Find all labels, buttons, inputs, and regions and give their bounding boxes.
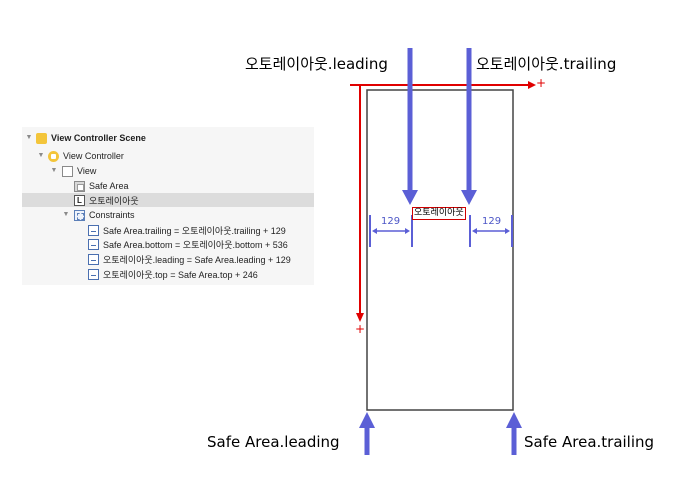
outline-view-label: View [77, 166, 97, 176]
constraint-text: Safe Area.bottom = 오토레이아웃.bottom + 536 [103, 239, 288, 250]
chevron-down-icon[interactable]: ▼ [37, 152, 45, 159]
outline-view-controller-label: View Controller [63, 151, 124, 161]
outline-row-view[interactable]: ▼ View [22, 164, 314, 178]
constraint-text: 오토레이아웃.top = Safe Area.top + 246 [103, 269, 258, 280]
autolayout-label-element: 오토레이아웃 [412, 207, 466, 220]
chevron-down-icon[interactable]: ▼ [50, 167, 58, 174]
constraint-icon [88, 238, 99, 250]
constraint-text: Safe Area.trailing = 오토레이아웃.trailing + 1… [103, 225, 286, 236]
trailing-arrowhead [461, 190, 477, 205]
right-spacing-arrow-r [505, 228, 510, 234]
outline-label-text: 오토레이아웃 [89, 195, 139, 206]
right-spacing-value: 129 [482, 216, 502, 227]
safe-leading-caption: Safe Area.leading [207, 433, 340, 451]
device-frame [366, 89, 514, 411]
scene-icon [36, 132, 47, 144]
outline-safe-area-label: Safe Area [89, 181, 129, 191]
view-controller-icon [48, 150, 59, 162]
constraint-row[interactable]: Safe Area.bottom = 오토레이아웃.bottom + 536 [22, 237, 314, 251]
document-outline: ▼ View Controller Scene ▼ View Controlle… [22, 127, 314, 285]
safe-trailing-arrowhead [506, 412, 522, 428]
safe-trailing-caption: Safe Area.trailing [524, 433, 655, 451]
left-spacing-arrow-l [372, 228, 377, 234]
outline-constraints-label: Constraints [89, 210, 135, 220]
constraint-icon [88, 253, 99, 265]
label-icon: L [74, 194, 85, 206]
constraint-row[interactable]: Safe Area.trailing = 오토레이아웃.trailing + 1… [22, 223, 314, 237]
constraint-icon [88, 268, 99, 280]
constraints-icon [74, 209, 85, 221]
safe-leading-arrowhead [359, 412, 375, 428]
x-axis-arrowhead [528, 81, 536, 89]
constraint-text: 오토레이아웃.leading = Safe Area.leading + 129 [103, 254, 291, 265]
leading-arrowhead [402, 190, 418, 205]
chevron-down-icon[interactable]: ▼ [62, 211, 70, 218]
label-trailing-caption: 오토레이아웃.trailing [476, 55, 617, 73]
x-axis-plus: + [536, 76, 547, 90]
y-axis-arrowhead [356, 313, 364, 322]
left-spacing-arrow-r [405, 228, 410, 234]
outline-row-safe-area[interactable]: Safe Area [22, 179, 314, 193]
constraint-icon [88, 224, 99, 236]
outline-row-scene[interactable]: ▼ View Controller Scene [22, 131, 314, 145]
safe-area-icon [74, 180, 85, 192]
chevron-down-icon[interactable]: ▼ [25, 134, 33, 141]
outline-row-view-controller[interactable]: ▼ View Controller [22, 149, 314, 163]
y-axis-plus: + [355, 322, 366, 336]
constraint-row[interactable]: 오토레이아웃.leading = Safe Area.leading + 129 [22, 252, 314, 266]
view-icon [62, 165, 73, 177]
outline-row-label[interactable]: L 오토레이아웃 [22, 193, 314, 207]
label-leading-caption: 오토레이아웃.leading [245, 55, 388, 73]
constraint-row[interactable]: 오토레이아웃.top = Safe Area.top + 246 [22, 267, 314, 281]
left-spacing-value: 129 [381, 216, 401, 227]
outline-row-constraints[interactable]: ▼ Constraints [22, 208, 314, 222]
outline-scene-label: View Controller Scene [51, 133, 146, 143]
right-spacing-arrow-l [472, 228, 477, 234]
